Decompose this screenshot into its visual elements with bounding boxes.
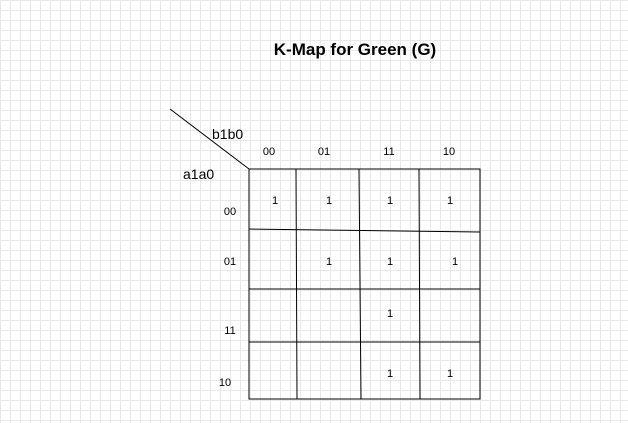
kmap-cell: 1 — [446, 195, 454, 207]
kmap-cell: 1 — [386, 308, 394, 320]
col-divider — [418, 168, 421, 400]
row-header: 01 — [223, 256, 237, 268]
kmap-cell: 1 — [271, 195, 279, 207]
col-header: 11 — [383, 146, 395, 158]
row-variable-label: a1a0 — [183, 166, 215, 182]
row-header: 11 — [224, 325, 236, 337]
kmap-cell: 1 — [325, 195, 333, 207]
col-header: 10 — [442, 146, 456, 158]
kmap-cell: 1 — [386, 368, 394, 380]
row-header: 10 — [218, 377, 232, 389]
diagram-title: K-Map for Green (G) — [273, 40, 437, 59]
row-header: 00 — [223, 206, 237, 218]
row-divider — [248, 228, 481, 233]
kmap-cell: 1 — [386, 195, 394, 207]
col-divider — [295, 168, 298, 400]
kmap-border — [248, 168, 481, 400]
corner-diagonal — [169, 108, 250, 170]
kmap-cell: 1 — [446, 368, 454, 380]
col-divider — [358, 168, 362, 400]
col-header: 01 — [317, 146, 331, 158]
col-header: 00 — [262, 146, 276, 158]
kmap-cell: 1 — [451, 256, 459, 268]
kmap-cell: 1 — [386, 256, 394, 268]
col-variable-label: b1b0 — [212, 126, 244, 142]
kmap-cell: 1 — [325, 256, 333, 268]
